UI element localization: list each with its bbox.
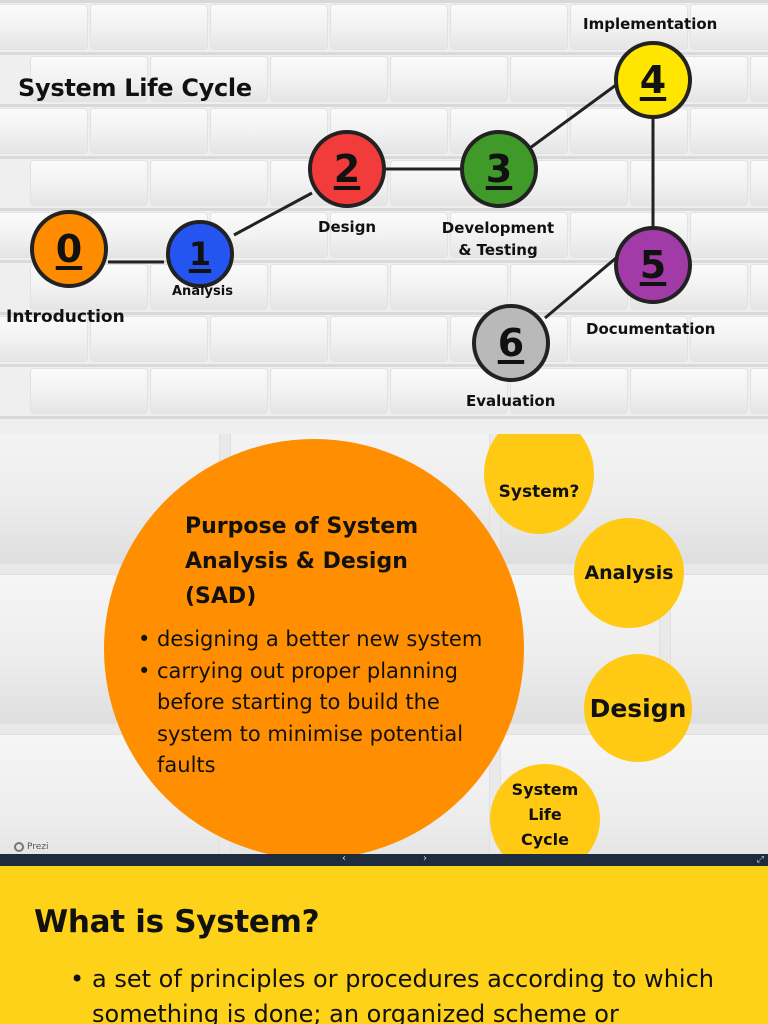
purpose-title: Purpose of System Analysis & Design (SAD… — [185, 514, 419, 610]
stage-3-number: 3 — [485, 147, 513, 191]
stage-1-label: Analysis — [172, 284, 233, 299]
stage-4-label: Implementation — [583, 15, 718, 33]
purpose-bullet-list: designing a better new system carrying o… — [138, 624, 488, 782]
stage-6-circle[interactable]: 6 — [472, 304, 550, 382]
stage-5-number: 5 — [639, 243, 667, 287]
stage-6-label: Evaluation — [466, 392, 556, 410]
fullscreen-icon[interactable]: ⤢ — [756, 855, 764, 865]
stage-3-label-line2: & Testing — [458, 240, 538, 259]
slide-system-life-cycle: System Life Cycle 0 Introduction 1 Analy… — [0, 0, 768, 434]
stage-2-number: 2 — [333, 147, 361, 191]
stage-3-label: Development & Testing — [438, 218, 558, 262]
stage-5-label: Documentation — [586, 320, 716, 338]
what-is-system-bullet: a set of principles or procedures accord… — [70, 962, 730, 1024]
stage-0-circle[interactable]: 0 — [30, 210, 108, 288]
prezi-badge[interactable]: Prezi — [14, 842, 49, 852]
prezi-badge-label: Prezi — [27, 842, 49, 852]
stage-0-label: Introduction — [6, 307, 125, 327]
topic-system-button[interactable]: System? — [484, 434, 594, 534]
purpose-bullet: designing a better new system — [138, 624, 488, 656]
stage-6-number: 6 — [497, 321, 525, 365]
stage-2-label: Design — [318, 218, 377, 236]
stage-0-number: 0 — [55, 227, 83, 271]
stage-4-number: 4 — [639, 58, 667, 102]
topic-analysis-label: Analysis — [584, 562, 674, 584]
topic-system-label: System? — [498, 482, 580, 502]
page-title: System Life Cycle — [18, 74, 252, 102]
topic-design-label: Design — [589, 693, 687, 723]
next-slide-icon[interactable]: › — [423, 853, 427, 864]
connector-5-6 — [544, 256, 617, 320]
connector-1-2 — [233, 191, 313, 237]
topic-design-button[interactable]: Design — [584, 654, 692, 762]
presentation-nav-bar: ‹ › ⤢ — [0, 853, 768, 866]
stage-1-number: 1 — [188, 235, 212, 273]
what-is-system-bullet-list: a set of principles or procedures accord… — [70, 962, 730, 1024]
life-cycle-connectors — [108, 83, 655, 320]
topic-system-life-cycle-button[interactable]: System Life Cycle — [490, 764, 600, 854]
connector-3-4 — [529, 83, 617, 150]
topic-analysis-button[interactable]: Analysis — [574, 518, 684, 628]
topic-system-life-cycle-label: System Life Cycle — [511, 780, 579, 849]
purpose-bullet: carrying out proper planning before star… — [138, 656, 488, 782]
stage-5-circle[interactable]: 5 — [614, 226, 692, 304]
previous-slide-icon[interactable]: ‹ — [342, 853, 346, 864]
brick-wall-background — [0, 0, 768, 434]
stage-4-circle[interactable]: 4 — [614, 41, 692, 119]
slide-purpose-of-sad: Purpose of System Analysis & Design (SAD… — [0, 434, 768, 854]
slide-what-is-system: What is System? a set of principles or p… — [0, 866, 768, 1024]
stage-2-circle[interactable]: 2 — [308, 130, 386, 208]
prezi-logo-icon — [14, 842, 24, 852]
stage-1-circle[interactable]: 1 — [166, 220, 234, 288]
stage-3-label-line1: Development — [441, 219, 555, 237]
stage-3-circle[interactable]: 3 — [460, 130, 538, 208]
what-is-system-title: What is System? — [34, 904, 320, 940]
